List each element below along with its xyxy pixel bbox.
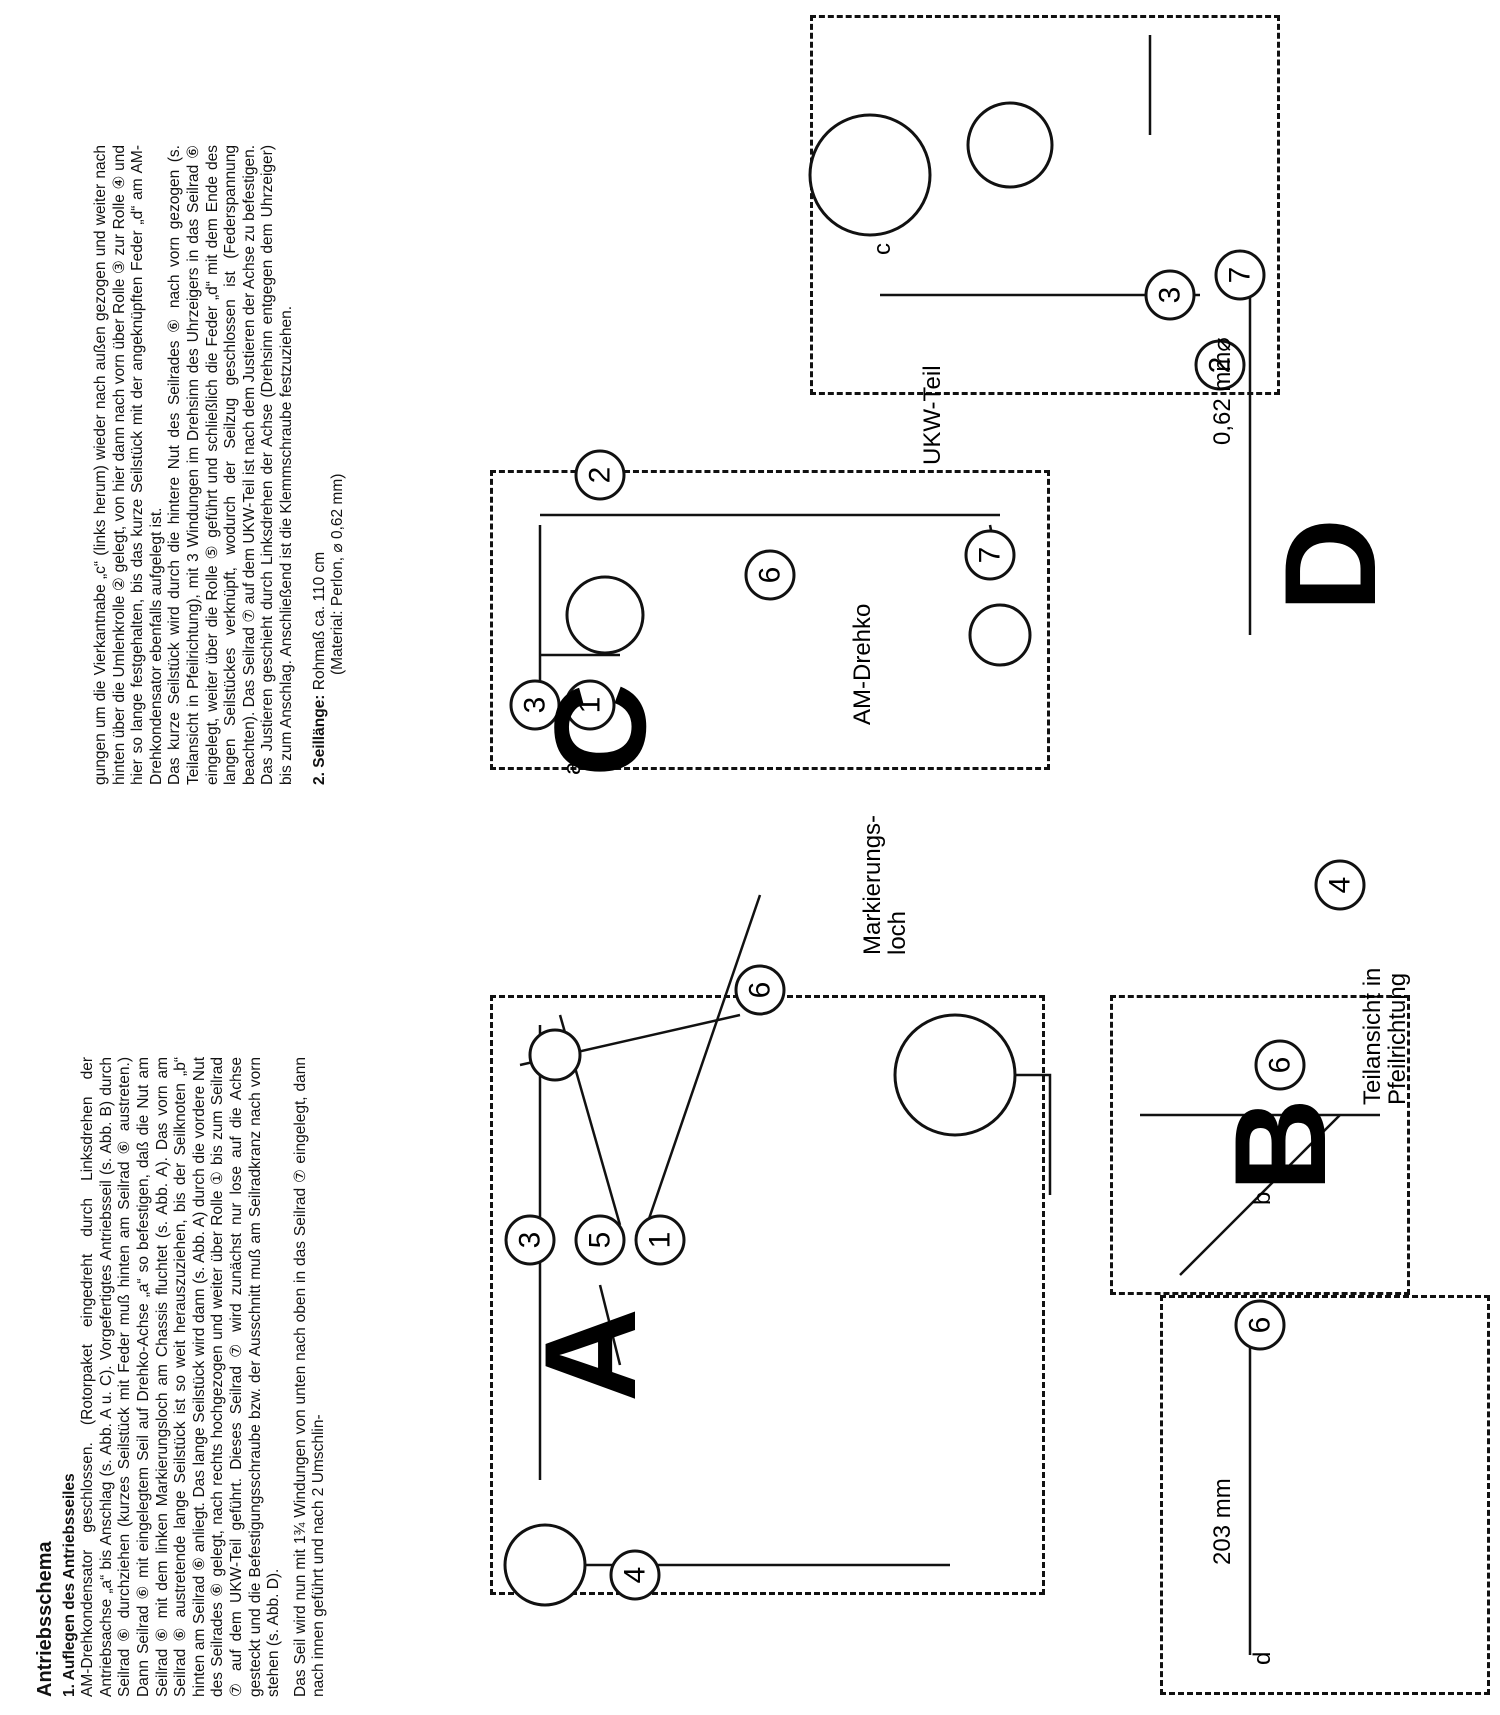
figure-label-d: D: [1257, 518, 1403, 612]
roller-1-c: [565, 575, 645, 655]
label-3-d: 3: [1154, 287, 1187, 304]
roller-4-a: [503, 1523, 587, 1607]
label-6-a: 6: [744, 982, 777, 999]
label-3-c: 3: [519, 697, 552, 714]
label-2-c: 2: [584, 467, 617, 484]
dimension-062: 0,62 mm⌀: [1209, 337, 1236, 445]
wheel-7-d: [808, 113, 932, 237]
drive-wheel-6-a: [893, 1013, 1017, 1137]
label-4-a: 4: [619, 1567, 652, 1584]
roller-5-a: [528, 1028, 582, 1082]
label-6-teil: 6: [1244, 1317, 1277, 1334]
label-3-a: 3: [514, 1232, 547, 1249]
markierungsloch-label-2: loch: [884, 911, 911, 955]
label-6-b: 6: [1264, 1057, 1297, 1074]
label-6-c: 6: [754, 567, 787, 584]
number-labels: 4 3 5 1 6 3 1 2 6 7 2 3 7 4 6 6: [504, 249, 1366, 1601]
markierungsloch-label-1: Markierungs-: [859, 815, 886, 955]
figure-label-a: A: [517, 1308, 663, 1402]
figure-label-b: B: [1207, 1098, 1353, 1192]
figure-label-c: C: [527, 683, 673, 777]
label-4-d: 4: [1324, 877, 1357, 894]
teilansicht-label-1: Teilansicht in: [1359, 968, 1386, 1105]
label-2-d: 2: [1204, 357, 1237, 374]
label-5-a: 5: [584, 1232, 617, 1249]
label-1-c: 1: [574, 697, 607, 714]
am-drehko-label: AM-Drehko: [849, 604, 876, 725]
knot-letter-b: b: [1249, 1192, 1276, 1205]
hub-letter-c: c: [869, 243, 896, 255]
ukw-teil-label: UKW-Teil: [919, 365, 946, 465]
roller-2-c: [968, 603, 1032, 667]
label-7-c: 7: [974, 547, 1007, 564]
axis-letter-a: a: [559, 761, 586, 775]
roller-3-d: [966, 101, 1054, 189]
spring-letter-d: d: [1249, 1652, 1276, 1665]
dimension-203: 203 mm: [1209, 1478, 1236, 1565]
label-1-a: 1: [644, 1232, 677, 1249]
label-7-d: 7: [1224, 267, 1257, 284]
teilansicht-label-2: Pfeilrichtung: [1384, 973, 1411, 1105]
